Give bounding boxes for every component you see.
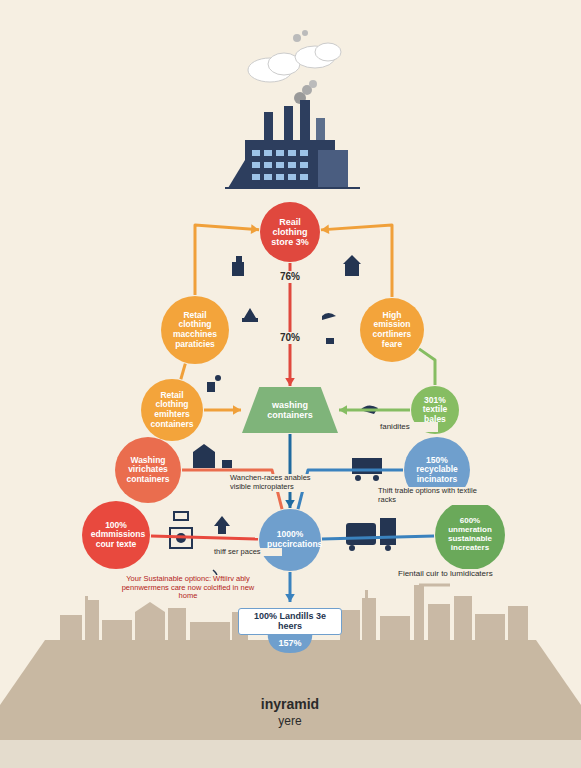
arrowhead	[285, 378, 295, 386]
node-text: Retail clothing macchines paraticies	[170, 311, 220, 349]
circle-node: High emission cortliners feare	[360, 298, 424, 362]
node-text: 1000% puccircations	[267, 530, 313, 549]
connector-line	[322, 536, 434, 539]
connector	[285, 572, 295, 602]
connector-line	[419, 349, 435, 385]
node-text: 301% textile bales	[417, 396, 453, 425]
connector	[321, 225, 392, 297]
connector-line	[181, 364, 185, 380]
footer-label: inyramid	[230, 696, 350, 712]
connector	[204, 405, 241, 415]
node-shape	[242, 387, 338, 433]
circle-node: 600% unmeration sustainable increaters	[435, 500, 505, 570]
connector-line	[195, 225, 259, 295]
connector	[285, 434, 295, 508]
annotation-label: 70%	[273, 332, 307, 344]
ground	[0, 640, 581, 768]
arrowhead	[321, 225, 329, 235]
circle-node: Reail clothing store 3%	[260, 202, 320, 262]
annotation-label: Wanchen-races anables visible micropiate…	[228, 474, 330, 491]
footer-label: yere	[230, 715, 350, 729]
node-text: Reail clothing store 3%	[268, 217, 312, 247]
drop-node: 100% Landills 3e heers 157%	[234, 603, 346, 653]
factory	[225, 30, 360, 188]
node-text: Retail clothing emihters containers	[149, 391, 195, 429]
node-text: washing containers	[258, 400, 322, 420]
node-text: Washing virichates containers	[124, 456, 173, 485]
arrowhead	[285, 594, 295, 602]
connector-line	[339, 409, 410, 412]
trapezoid-node: washing containers	[242, 387, 338, 433]
annotation-label: thiff ser paces	[212, 548, 282, 557]
connector	[195, 224, 259, 295]
connector	[322, 536, 434, 539]
connector	[151, 536, 258, 539]
arrowhead	[285, 500, 295, 508]
connector-line	[151, 536, 258, 539]
connector	[181, 364, 185, 380]
arrowhead	[233, 405, 241, 415]
annotation-label: Thift trable options with textile racks	[376, 487, 488, 504]
connector-line	[289, 434, 292, 508]
node-text: 600% unmeration sustainable increaters	[444, 517, 496, 553]
circle-node: 1000% puccircations	[259, 509, 321, 571]
node-text: High emission cortliners feare	[368, 311, 415, 349]
annotation-label: Your Sustainable optionc: Wftiirv ably p…	[113, 575, 263, 601]
circle-node: Washing virichates containers	[115, 437, 181, 503]
node-text: 100% Landills 3e heers	[238, 608, 342, 634]
connector	[419, 349, 435, 385]
arrowhead	[339, 405, 347, 415]
circle-node: Retail clothing macchines paraticies	[161, 296, 229, 364]
circle-node: Retail clothing emihters containers	[141, 379, 203, 441]
node-subtext: 157%	[278, 638, 301, 648]
annotation-label: Fientail cuir to lumidicaters	[396, 569, 526, 578]
circle-node: 100% edmmissions cour texte	[82, 501, 150, 569]
annotation-label: 76%	[273, 271, 307, 283]
node-text: 150% recyclable incinators	[413, 456, 462, 485]
connector	[339, 405, 410, 415]
connector-line	[321, 225, 392, 297]
node-text: 100% edmmissions cour texte	[91, 521, 141, 550]
arrowhead	[251, 224, 259, 234]
annotation-label: fanidites	[378, 422, 438, 431]
